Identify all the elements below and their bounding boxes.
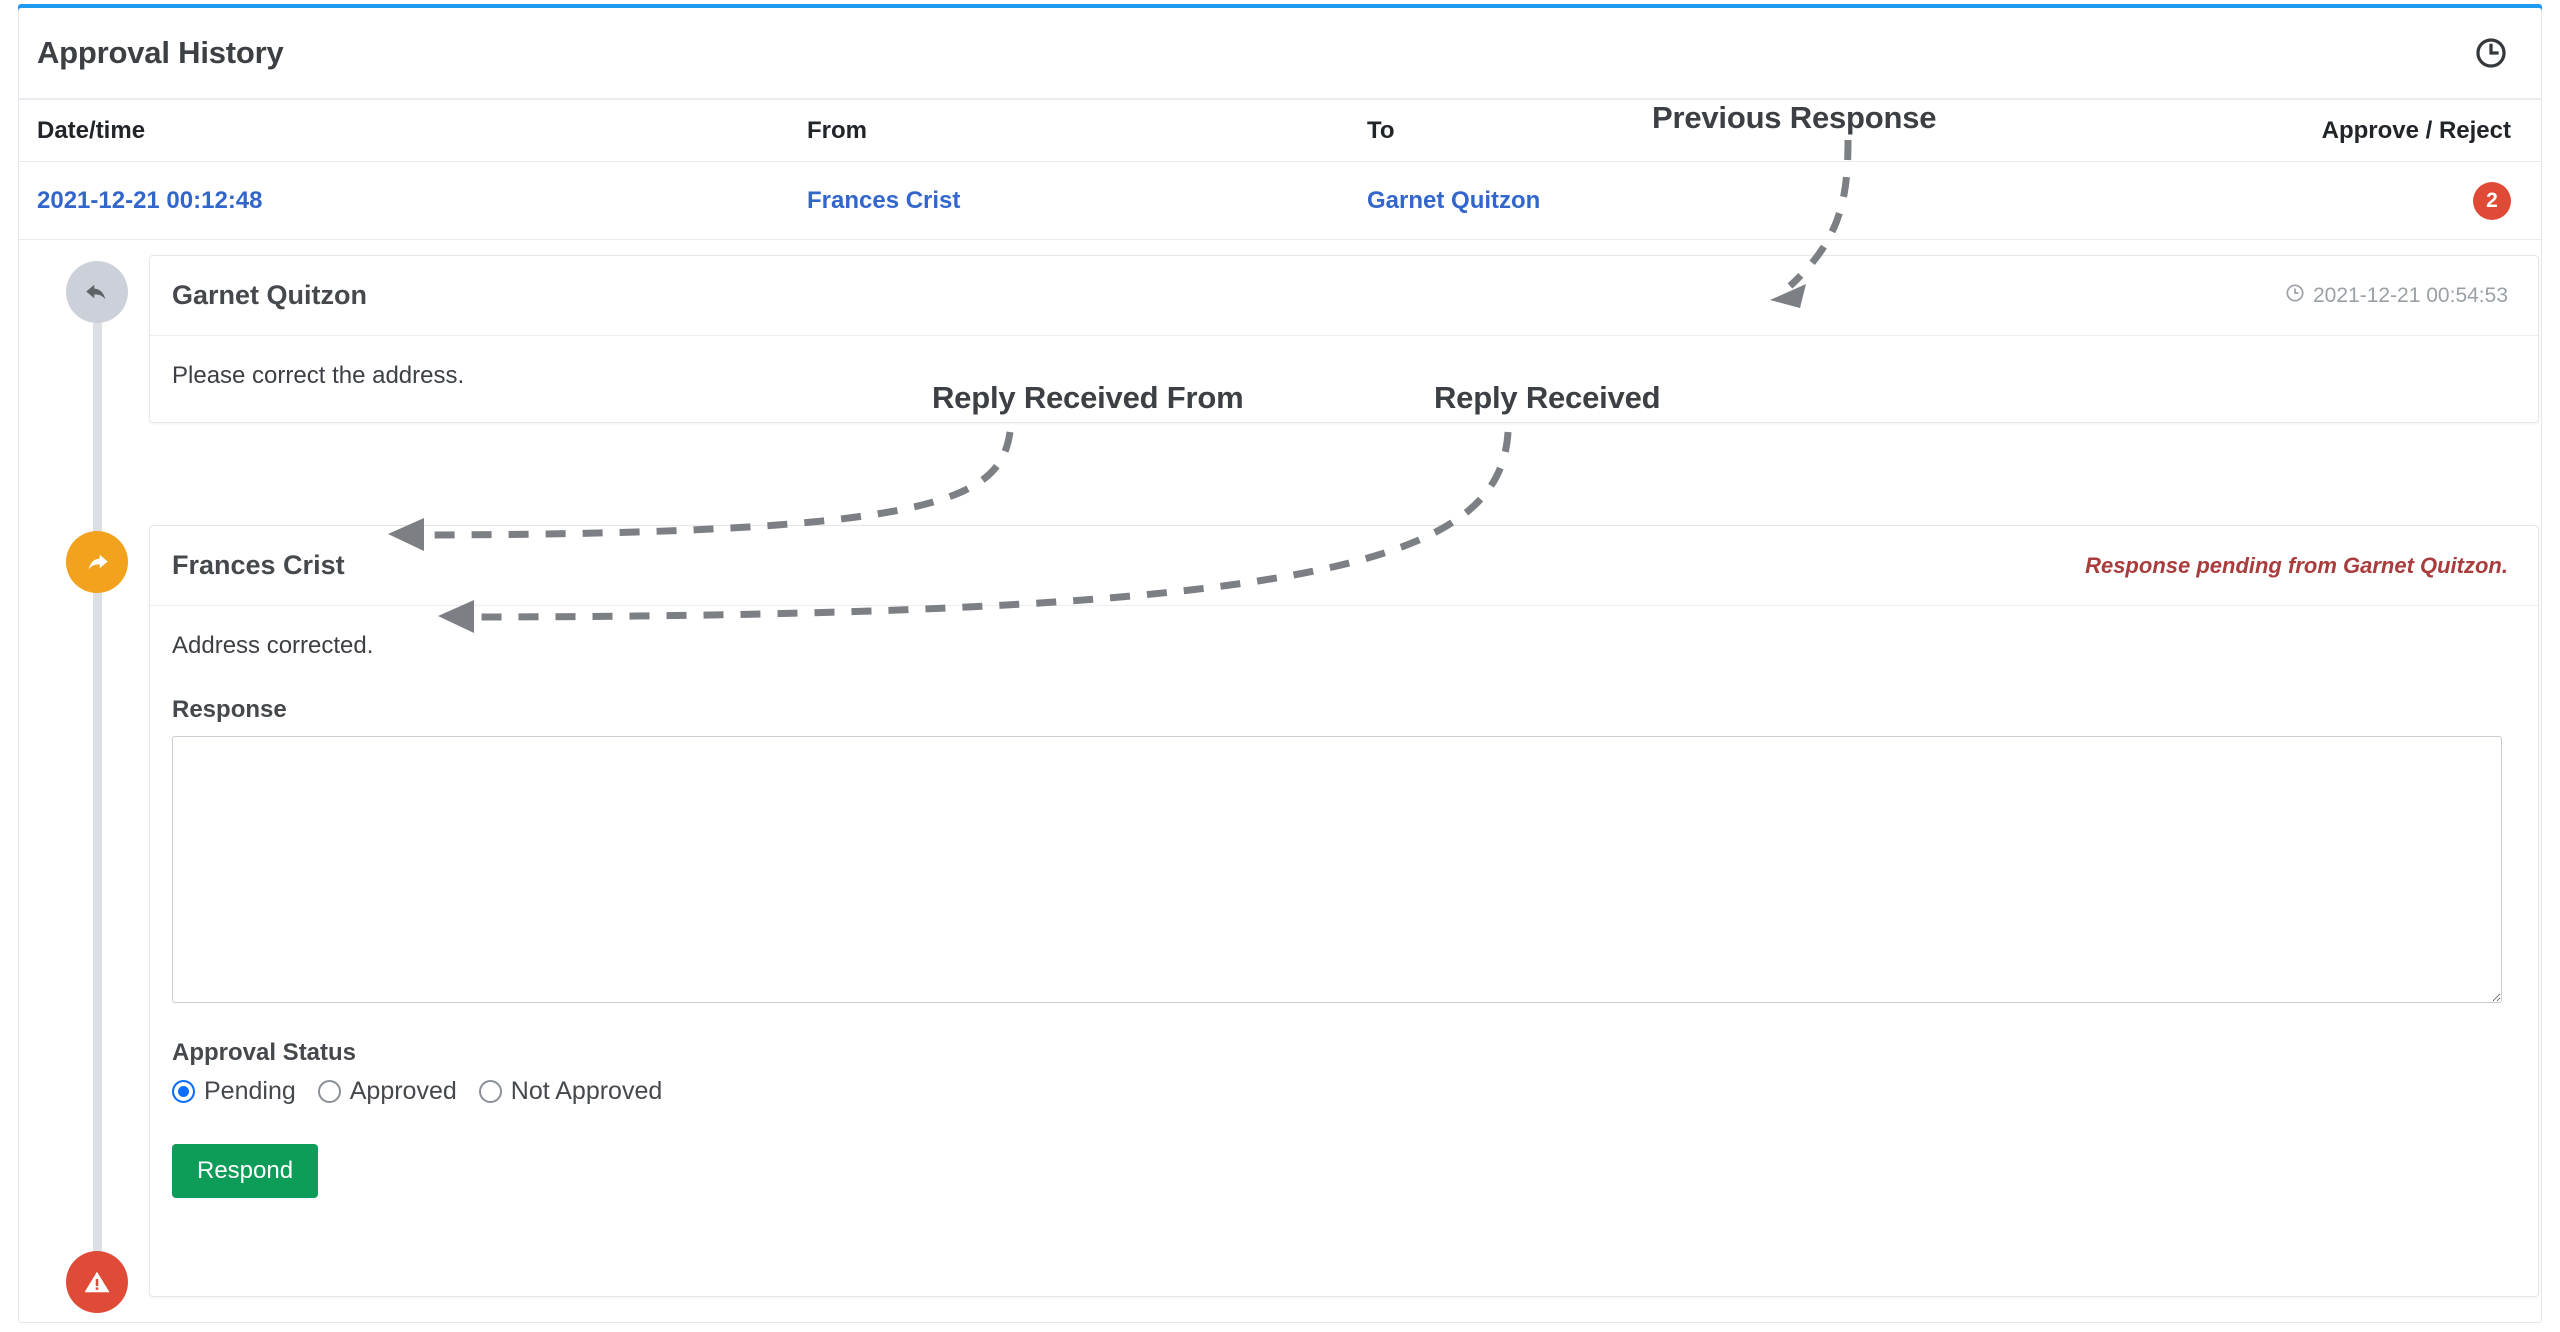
timeline-spine xyxy=(93,287,102,1297)
clock-icon xyxy=(2285,283,2305,309)
status-badge[interactable]: 2 xyxy=(2473,181,2511,220)
radio-option-approved[interactable]: Approved xyxy=(317,1077,457,1106)
datetime-link[interactable]: 2021-12-21 00:12:48 xyxy=(37,186,263,214)
message-header: Garnet Quitzon 2021-12-21 00:54:53 xyxy=(150,256,2538,336)
cell-approve-reject: 2 xyxy=(2271,181,2511,220)
to-user-link[interactable]: Garnet Quitzon xyxy=(1367,186,1541,214)
table-row: 2021-12-21 00:12:48 Frances Crist Garnet… xyxy=(19,162,2541,240)
column-header-approve-reject: Approve / Reject xyxy=(2321,116,2511,144)
column-header-datetime: Date/time xyxy=(37,116,146,144)
message-body: Address corrected. xyxy=(172,632,374,659)
column-header-from: From xyxy=(807,116,867,144)
message-author: Frances Crist xyxy=(172,550,345,580)
approval-history-panel: Approval History Date/time From To Appro… xyxy=(18,8,2542,1323)
response-pending-note: Response pending from Garnet Quitzon. xyxy=(2085,552,2508,578)
approval-history-table: Date/time From To Approve / Reject 2021-… xyxy=(19,100,2541,240)
cell-datetime: 2021-12-21 00:12:48 xyxy=(37,187,807,215)
response-label: Response xyxy=(172,696,287,723)
approval-status-label: Approval Status xyxy=(172,1039,357,1066)
message-timestamp: 2021-12-21 00:54:53 xyxy=(2285,283,2508,309)
radio-option-not-approved[interactable]: Not Approved xyxy=(478,1077,663,1106)
message-card: Garnet Quitzon 2021-12-21 00:54:53 Pleas… xyxy=(149,255,2539,423)
response-form: Response Approval Status Pending Approve… xyxy=(150,696,2538,1198)
panel-accent-bar xyxy=(18,4,2542,11)
message-body: Please correct the address. xyxy=(172,362,465,389)
table-header-row: Date/time From To Approve / Reject xyxy=(19,100,2541,162)
radio-label: Not Approved xyxy=(510,1077,663,1105)
message-timestamp-text: 2021-12-21 00:54:53 xyxy=(2313,283,2508,307)
respond-button[interactable]: Respond xyxy=(172,1144,319,1198)
message-header: Frances Crist Response pending from Garn… xyxy=(150,526,2538,606)
approval-status-radio-group: Pending Approved Not Approved xyxy=(172,1077,2516,1106)
message-card: Frances Crist Response pending from Garn… xyxy=(149,525,2539,1297)
radio-label: Approved xyxy=(349,1077,457,1105)
radio-indicator[interactable] xyxy=(172,1080,195,1103)
cell-to: Garnet Quitzon xyxy=(1367,187,2271,215)
cell-from: Frances Crist xyxy=(807,187,1367,215)
panel-header: Approval History xyxy=(19,8,2541,100)
clock-icon[interactable] xyxy=(2471,33,2511,73)
timeline-area: Garnet Quitzon 2021-12-21 00:54:53 Pleas… xyxy=(19,241,2541,1322)
warning-triangle-icon xyxy=(66,1251,128,1313)
radio-option-pending[interactable]: Pending xyxy=(172,1077,296,1106)
column-header-to: To xyxy=(1367,116,1395,144)
forward-arrow-icon xyxy=(66,531,128,593)
radio-indicator[interactable] xyxy=(317,1080,341,1103)
from-user-link[interactable]: Frances Crist xyxy=(807,186,961,214)
reply-arrow-icon xyxy=(66,261,128,323)
response-input[interactable] xyxy=(172,736,2502,1003)
radio-indicator[interactable] xyxy=(478,1080,502,1103)
message-author: Garnet Quitzon xyxy=(172,280,367,310)
page-title: Approval History xyxy=(37,35,284,70)
radio-label: Pending xyxy=(204,1077,296,1105)
